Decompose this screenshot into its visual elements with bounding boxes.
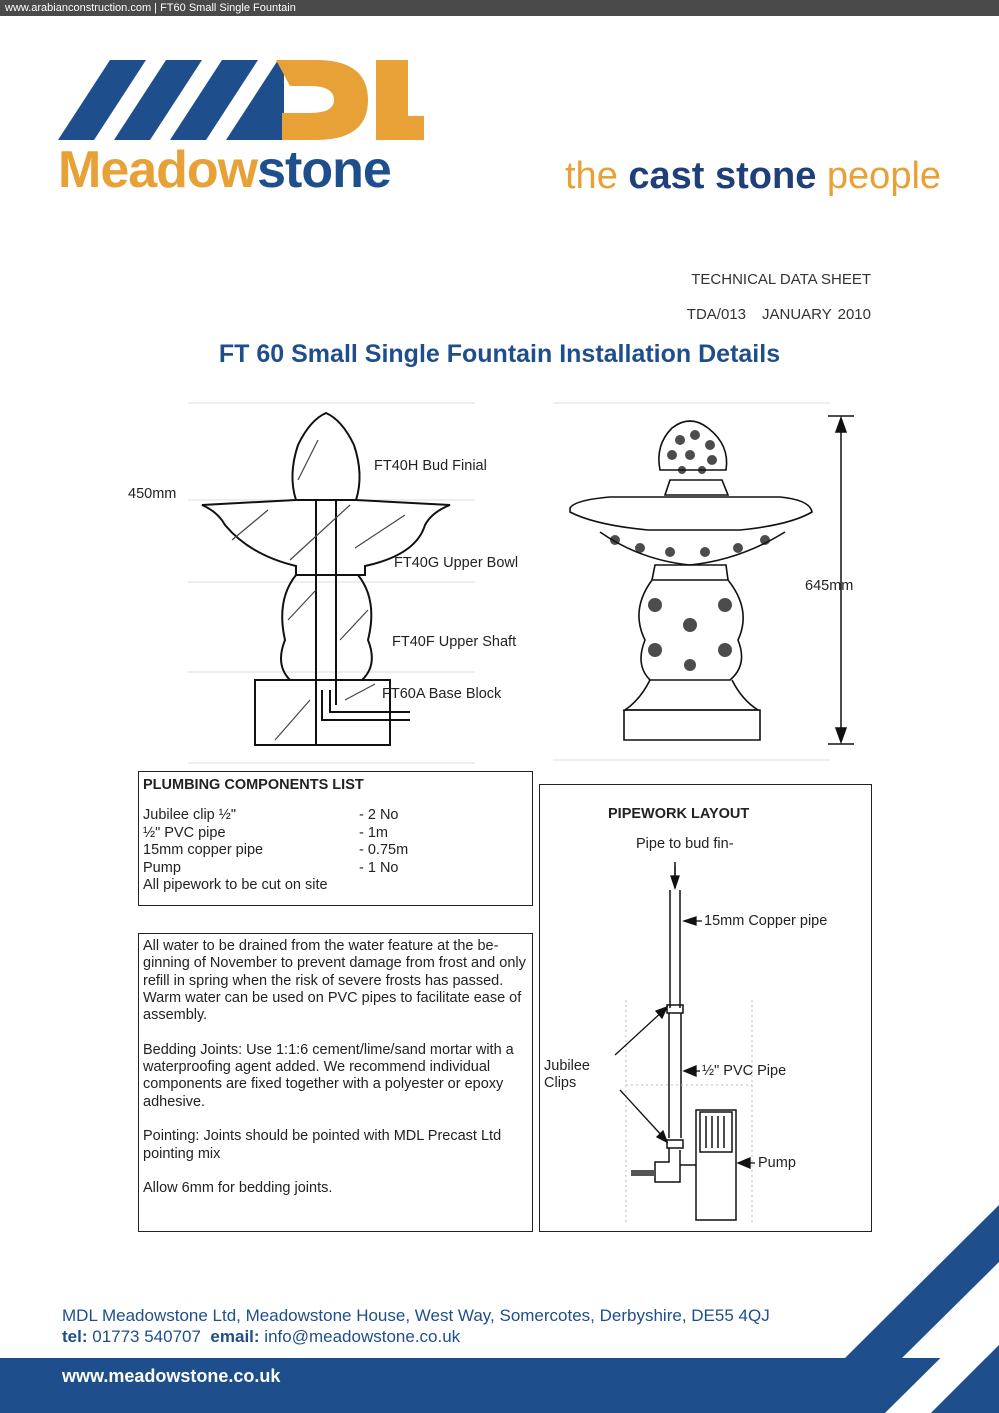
height-label-right: 645mm <box>805 578 854 594</box>
footer-contact: tel: 01773 540707 email: info@meadowston… <box>62 1327 461 1346</box>
height-label-left: 450mm <box>128 486 177 502</box>
pvc-pipe-label: ½" PVC Pipe <box>702 1063 787 1079</box>
plumbing-components-list: PLUMBING COMPONENTS LIST Jubilee clip ½"… <box>138 771 533 906</box>
pipework-heading: PIPEWORK LAYOUT <box>608 806 750 822</box>
jubilee-clips-label: Jubilee Clips <box>544 1058 590 1091</box>
part-label-bud-finial: FT40H Bud Finial <box>374 458 487 474</box>
list-item: Pump- 1 No <box>143 859 399 876</box>
note-paragraph: Pointing: Joints should be pointed with … <box>143 1128 502 1162</box>
note-paragraph: Allow 6mm for bedding joints. <box>143 1180 333 1197</box>
list-item: Jubilee clip ½"- 2 No <box>143 807 399 823</box>
list-item: ½" PVC pipe- 1m <box>143 824 388 841</box>
page-title: FT 60 Small Single Fountain Installation… <box>218 340 781 368</box>
tagline: the cast stone people <box>565 155 942 197</box>
pipework-layout-box <box>539 784 872 1232</box>
sheet-type: TECHNICAL DATA SHEET <box>691 271 871 288</box>
part-label-base-block: FT60A Base Block <box>382 686 502 702</box>
plumbing-note: All pipework to be cut on site <box>143 877 328 893</box>
plumbing-heading: PLUMBING COMPONENTS LIST <box>143 777 364 793</box>
pump-outlet-icon <box>631 1170 655 1176</box>
part-label-upper-shaft: FT40F Upper Shaft <box>392 634 517 650</box>
list-item: 15mm copper pipe- 0.75m <box>143 842 409 858</box>
part-label-upper-bowl: FT40G Upper Bowl <box>394 555 519 571</box>
email-link[interactable]: info@meadowstone.co.uk <box>264 1327 461 1346</box>
note-paragraph: Bedding Joints: Use 1:1:6 cement/lime/sa… <box>143 1041 514 1110</box>
source-banner: www.arabianconstruction.com | FT60 Small… <box>0 0 999 16</box>
brand-wordmark: Meadowstone <box>58 141 392 199</box>
pump-label: Pump <box>758 1155 796 1171</box>
phone-number: 01773 540707 <box>92 1327 201 1346</box>
copper-pipe-label: 15mm Copper pipe <box>704 913 828 929</box>
note-paragraph: All water to be drained from the water f… <box>143 938 526 1024</box>
pipe-to-bud-label: Pipe to bud fin- <box>636 836 734 852</box>
installation-notes: All water to be drained from the water f… <box>138 933 533 1232</box>
mdl-logo-icon <box>58 60 424 140</box>
footer-bar <box>0 1358 999 1413</box>
footer-address: MDL Meadowstone Ltd, Meadowstone House, … <box>62 1306 770 1325</box>
website-link[interactable]: www.meadowstone.co.uk <box>62 1366 281 1386</box>
